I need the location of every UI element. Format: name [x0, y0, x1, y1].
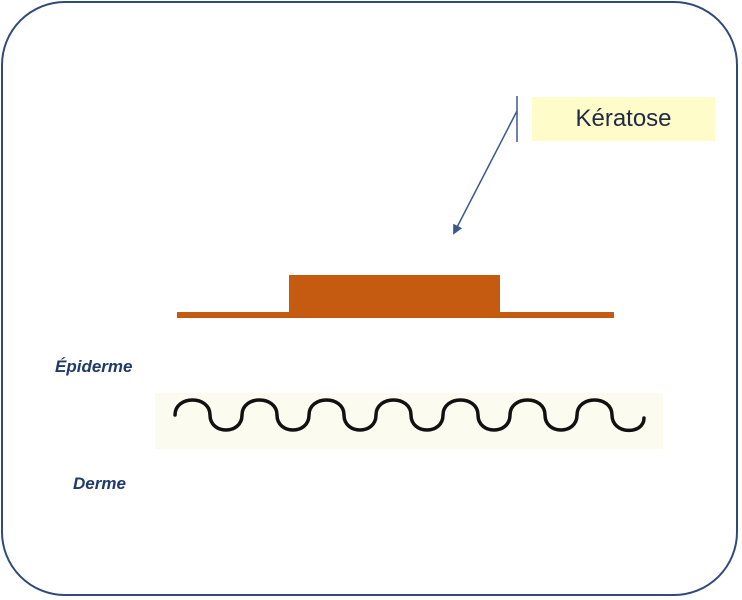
keratosis-callout-label: Kératose [575, 105, 672, 132]
keratosis-callout-box: Kératose [532, 97, 715, 141]
dermo-epidermal-junction-wave [173, 398, 646, 433]
keratosis-lesion [289, 275, 500, 315]
epidermis-label: Épiderme [55, 357, 133, 376]
callout-arrow [453, 110, 518, 235]
dermis-label: Derme [73, 474, 126, 493]
